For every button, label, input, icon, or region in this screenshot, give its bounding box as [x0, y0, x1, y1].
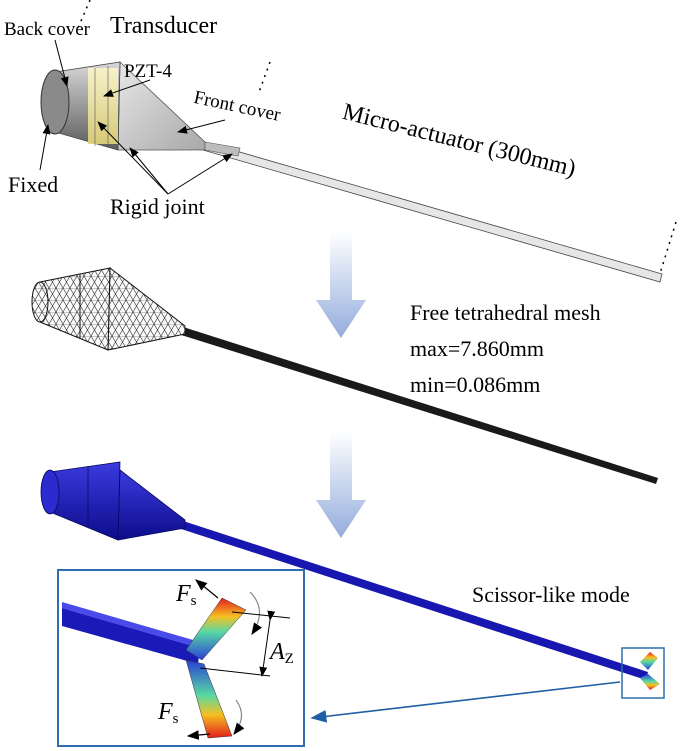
pzt-label: PZT-4	[124, 61, 172, 82]
flow-arrow	[316, 432, 366, 538]
cad-model	[39, 0, 677, 283]
force-label-lower: Fs	[158, 699, 179, 727]
mesh-model	[31, 267, 658, 484]
force-label-upper: Fs	[176, 581, 197, 609]
mesh-max: max=7.860mm	[410, 336, 545, 361]
mode-model	[40, 461, 665, 723]
amplitude-label: AZ	[270, 639, 294, 667]
fixed-label: Fixed	[8, 172, 59, 197]
mesh-min: min=0.086mm	[410, 372, 541, 397]
rigid-joint-label: Rigid joint	[110, 194, 205, 219]
mesh-title: Free tetrahedral mesh	[410, 300, 601, 325]
transducer-label: Transducer	[110, 13, 218, 39]
back-cover-label: Back cover	[4, 19, 90, 40]
flow-arrow	[316, 232, 366, 338]
inset-zoom	[57, 569, 305, 747]
mode-label: Scissor-like mode	[472, 582, 630, 607]
